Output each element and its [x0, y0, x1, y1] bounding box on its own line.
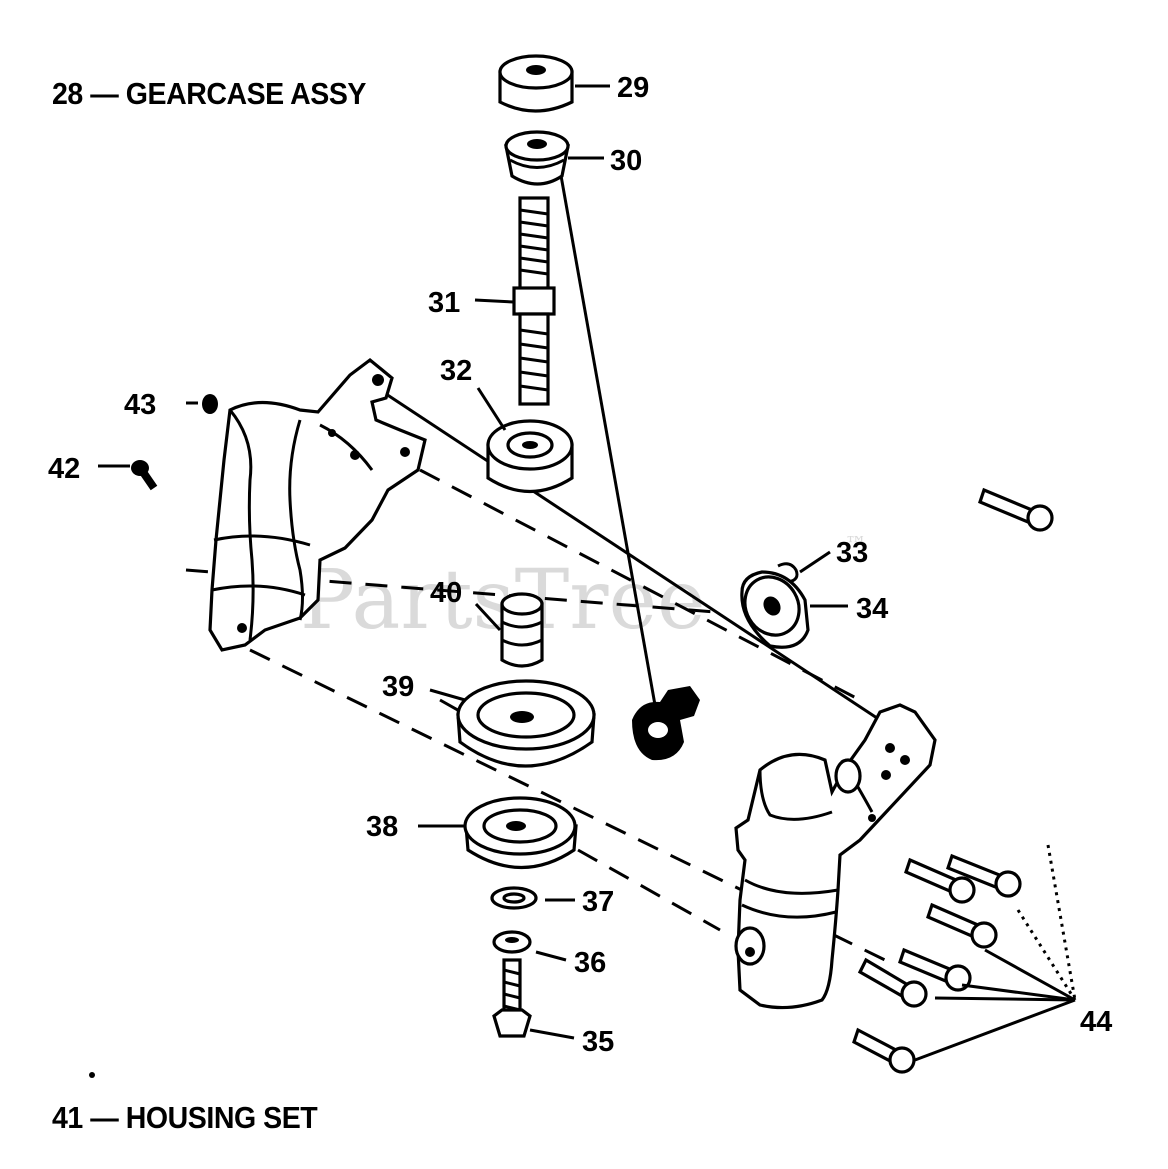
screw-44-f [857, 957, 928, 1008]
label-43: 43 [124, 389, 156, 421]
label-37: 37 [582, 886, 614, 918]
part-44-screws [852, 487, 1054, 1074]
part-41-housing-left [208, 357, 427, 652]
label-leaders [98, 84, 848, 1040]
part-35-bolt [492, 958, 532, 1038]
label-33: 33 [836, 537, 868, 569]
part-40-bushing [500, 592, 544, 668]
label-32: 32 [440, 355, 472, 387]
part-43-plug [202, 394, 218, 414]
part-31-shaft [512, 196, 556, 406]
pinion-gear [632, 686, 700, 761]
stray-dot [89, 1072, 95, 1078]
assembly-line-housing [379, 388, 881, 722]
housing-set-title: 41 — HOUSING SET [52, 1100, 318, 1135]
label-38: 38 [366, 811, 398, 843]
label-42: 42 [48, 453, 80, 485]
gearcase-assy-title: 28 — GEARCASE ASSY [52, 76, 366, 111]
screw-44-e [898, 947, 972, 992]
alignment-line-middle [419, 468, 861, 702]
label-39: 39 [382, 671, 414, 703]
screw-44-d [926, 902, 998, 949]
leader-lines-44 [914, 844, 1077, 1062]
label-31: 31 [428, 287, 460, 319]
label-29: 29 [617, 72, 649, 104]
screw-44-g [852, 1027, 916, 1074]
label-44: 44 [1080, 1006, 1112, 1038]
screw-44-b [946, 853, 1022, 898]
alignment-line-38 [577, 848, 721, 932]
label-35: 35 [582, 1026, 614, 1058]
part-32-bearing [486, 419, 574, 494]
screw-44-a [978, 487, 1054, 532]
label-40: 40 [430, 577, 462, 609]
part-41-housing-right [734, 703, 937, 1010]
part-33-clip [777, 562, 799, 584]
label-36: 36 [574, 947, 606, 979]
part-42-screw [131, 460, 158, 491]
part-37-washer [490, 886, 538, 910]
assembly-line-shaft [558, 169, 657, 706]
watermark-trademark: ™ [845, 533, 867, 558]
screw-44-c [904, 857, 976, 904]
label-30: 30 [610, 145, 642, 177]
part-38-plate [463, 796, 578, 869]
part-30-nut [504, 130, 570, 186]
part-34-bearing [740, 570, 810, 649]
part-39-gear-plate [456, 679, 596, 768]
part-29-cap [498, 54, 574, 113]
part-36-lockwasher [492, 930, 532, 954]
label-34: 34 [856, 593, 888, 625]
